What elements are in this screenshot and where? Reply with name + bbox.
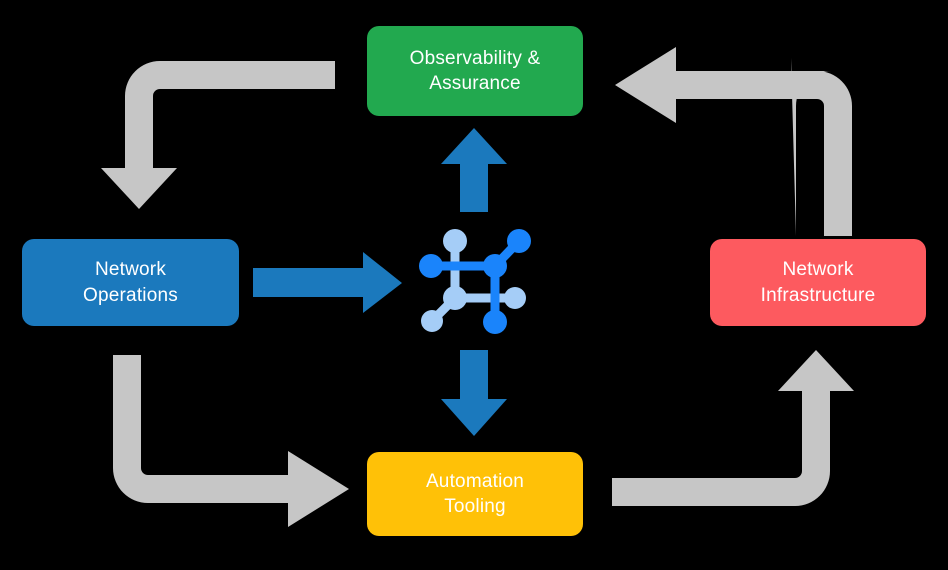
arrow-center-to-observability xyxy=(441,128,507,212)
topology-nodes-primary xyxy=(419,229,531,334)
box-automation-tooling[interactable]: Automation Tooling xyxy=(367,452,583,536)
box-label-observability: Observability & Assurance xyxy=(409,47,541,94)
arrow-automation-to-infrastructure xyxy=(612,350,854,506)
arrow-operations-to-center xyxy=(253,252,402,313)
box-network-infrastructure[interactable]: Network Infrastructure xyxy=(710,239,926,326)
box-network-operations[interactable]: Network Operations xyxy=(22,239,239,326)
arrow-observability-to-operations xyxy=(101,61,335,209)
box-label-network-infrastructure: Network Infrastructure xyxy=(760,259,876,306)
box-label-network-operations: Network Operations xyxy=(83,259,178,306)
network-topology-icon xyxy=(419,229,531,334)
topology-nodes-secondary xyxy=(421,229,526,332)
arrow-infrastructure-to-observability xyxy=(615,47,852,236)
box-observability-and-assurance[interactable]: Observability & Assurance xyxy=(367,26,583,116)
arrow-operations-to-automation xyxy=(113,355,349,527)
box-label-automation-tooling: Automation Tooling xyxy=(425,470,525,517)
arrow-center-to-automation xyxy=(441,350,507,436)
